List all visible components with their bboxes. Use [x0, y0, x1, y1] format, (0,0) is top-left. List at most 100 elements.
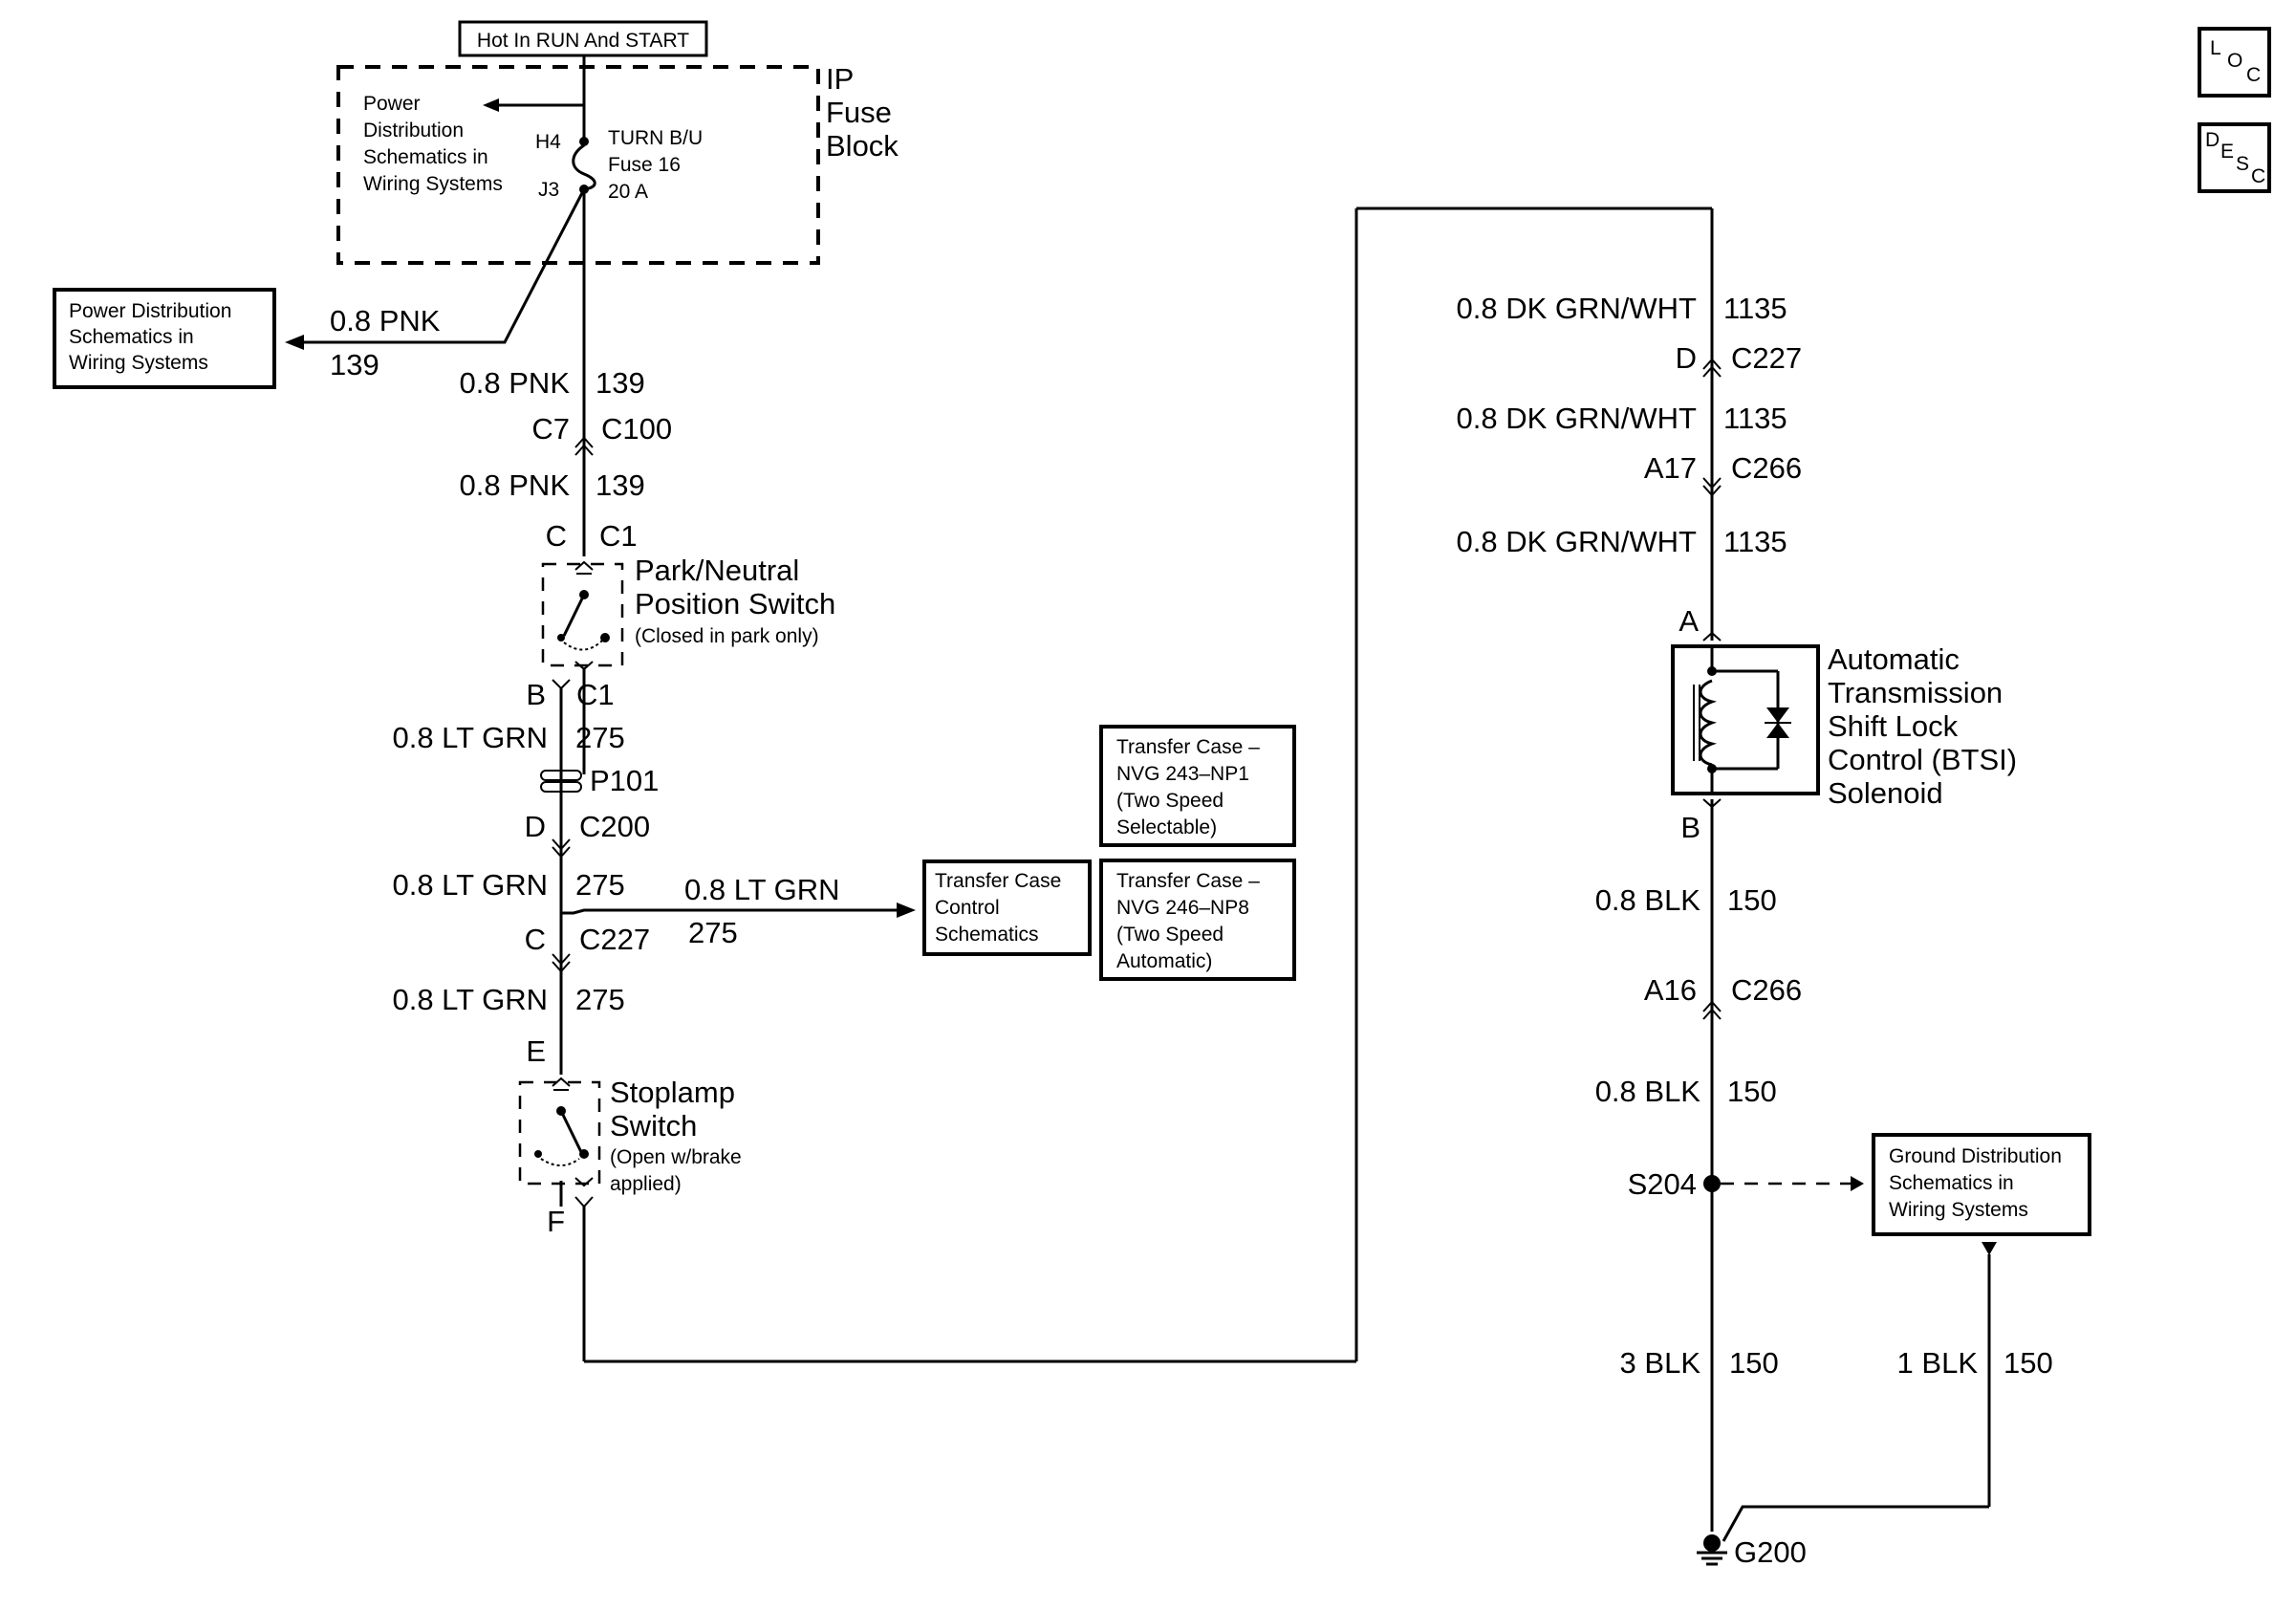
branch-circuit: 275	[688, 916, 738, 949]
fuse-pd-note-line: Schematics in	[363, 146, 488, 168]
fuse-name: TURN B/U	[608, 127, 703, 149]
diode-icon	[1766, 707, 1789, 723]
wire-color-label: 0.8 LT GRN	[392, 721, 548, 754]
wire-color-label: 3 BLK	[1620, 1346, 1701, 1380]
desc-letter: C	[2251, 165, 2265, 187]
wire-color-label: 0.8 PNK	[460, 366, 571, 400]
connector-id: C227	[1731, 341, 1802, 375]
transfer-case-np8-box: Transfer Case – NVG 246–NP8 (Two Speed A…	[1099, 859, 1296, 981]
connector-icon	[552, 953, 571, 966]
wire-color-label: 0.8 LT GRN	[392, 983, 548, 1016]
connector-id: C227	[579, 923, 650, 956]
pd-box-line: Wiring Systems	[69, 352, 208, 374]
circuit-number: 275	[575, 983, 625, 1016]
connector-icon	[1702, 477, 1722, 490]
connector-pin: C	[525, 923, 546, 956]
ground-distribution-box[interactable]: Ground Distribution Schematics in Wiring…	[1872, 1133, 2091, 1236]
coil-icon	[1699, 679, 1718, 767]
solenoid-title: Solenoid	[1828, 776, 1943, 810]
right-circuit: 0.8 DK GRN/WHT 1135 D C227 0.8 DK GRN/WH…	[1356, 207, 2091, 1569]
circuit-number: 1135	[1723, 525, 1787, 558]
connector-pin: A16	[1644, 973, 1697, 1007]
circuit-number: 150	[1727, 883, 1777, 917]
ground-icon	[1697, 1534, 1727, 1566]
branch-wire-color: 0.8 LT GRN	[684, 873, 840, 906]
connector-icon	[1702, 1000, 1722, 1012]
pd-branch-wire-color: 0.8 PNK	[330, 304, 441, 337]
stoplamp-switch: Stoplamp Switch (Open w/brake applied)	[518, 1076, 742, 1195]
left-circuit: 0.8 PNK 139 C7 C100 0.8 PNK 139 C C1 Par…	[392, 189, 1358, 1363]
hot-label-text: Hot In RUN And START	[477, 30, 689, 52]
splice-id: S204	[1628, 1167, 1697, 1201]
circuit-number: 150	[1727, 1075, 1777, 1108]
connector-pin: D	[525, 810, 546, 843]
desc-button[interactable]: D E S C	[2198, 122, 2271, 193]
connector-pin: A	[1679, 604, 1699, 638]
hot-in-run-label: Hot In RUN And START	[458, 20, 708, 57]
connector-id: C200	[579, 810, 650, 843]
power-distribution-box[interactable]: Power Distribution Schematics in Wiring …	[53, 288, 276, 389]
ground-id: G200	[1734, 1535, 1807, 1569]
tc-box-line: Control	[935, 897, 1000, 919]
arrow-left-icon	[285, 335, 304, 350]
fuse-pd-note-line: Power	[363, 93, 421, 115]
connector-pin: C	[546, 519, 567, 553]
p101-passthrough: P101	[540, 764, 659, 797]
fuse-block-label-ip: IP	[826, 62, 854, 96]
np8-line: Transfer Case –	[1116, 870, 1260, 892]
arrow-right-icon	[897, 903, 916, 918]
solenoid-title: Automatic	[1828, 642, 1960, 676]
switch-note: (Open w/brake	[610, 1146, 742, 1168]
splice-icon	[1703, 1175, 1721, 1192]
circuit-number: 1135	[1723, 292, 1787, 325]
tc-box-line: Schematics	[935, 924, 1039, 946]
connector-pin: D	[1676, 341, 1697, 375]
fuse-block-label-fuse: Fuse	[826, 96, 892, 129]
solenoid-title: Shift Lock	[1828, 709, 1959, 743]
desc-letter: D	[2205, 129, 2220, 151]
switch-title: Switch	[610, 1109, 697, 1142]
loc-button[interactable]: L O C	[2198, 27, 2271, 98]
wire-color-label: 1 BLK	[1897, 1346, 1979, 1380]
np8-line: NVG 246–NP8	[1116, 897, 1249, 919]
tc-box-line: Transfer Case	[935, 870, 1061, 892]
np1-line: Selectable)	[1116, 816, 1217, 838]
pd-box-line: Schematics in	[69, 326, 194, 348]
circuit-number: 1135	[1723, 402, 1787, 435]
desc-letter: S	[2236, 153, 2249, 175]
connector-pin: C7	[531, 412, 570, 446]
desc-letter: E	[2220, 141, 2234, 163]
np1-line: NVG 243–NP1	[1116, 763, 1249, 785]
solenoid-title: Control (BTSI)	[1828, 743, 2017, 776]
fuse-number: Fuse 16	[608, 154, 681, 176]
circuit-number: 150	[1729, 1346, 1779, 1380]
connector-pin: B	[526, 678, 546, 711]
solenoid-title: Transmission	[1828, 676, 2003, 709]
arrow-left-icon	[483, 98, 499, 112]
transfer-case-control-box[interactable]: Transfer Case Control Schematics	[922, 859, 1092, 956]
switch-note: applied)	[610, 1173, 682, 1195]
fuse-pin-h4: H4	[535, 131, 561, 153]
circuit-number: 139	[596, 366, 645, 400]
wire-color-label: 0.8 DK GRN/WHT	[1457, 525, 1698, 558]
arrow-down-icon	[1982, 1242, 1997, 1255]
loc-letter: L	[2210, 37, 2221, 59]
connector-pin: A17	[1644, 451, 1697, 485]
gd-box-line: Wiring Systems	[1889, 1199, 2028, 1221]
connector-icon	[574, 436, 594, 448]
fuse-block-label-block: Block	[826, 129, 899, 163]
wire-color-label: 0.8 BLK	[1595, 1075, 1701, 1108]
switch-note: (Closed in park only)	[635, 625, 819, 647]
pd-branch-circuit: 139	[330, 348, 379, 381]
fuse-icon	[572, 143, 596, 191]
connector-id: C1	[599, 519, 638, 553]
gd-box-line: Schematics in	[1889, 1172, 2014, 1194]
pd-branch-wire: 0.8 PNK 139	[285, 188, 586, 381]
arrow-left-icon	[1851, 1176, 1864, 1191]
wire-color-label: 0.8 LT GRN	[392, 868, 548, 902]
connector-icon	[552, 838, 571, 851]
ip-fuse-block: IP Fuse Block Power Distribution Schemat…	[336, 55, 899, 265]
btsi-solenoid	[1671, 644, 1820, 795]
wire-color-label: 0.8 DK GRN/WHT	[1457, 292, 1698, 325]
circuit-number: 150	[2004, 1346, 2053, 1380]
